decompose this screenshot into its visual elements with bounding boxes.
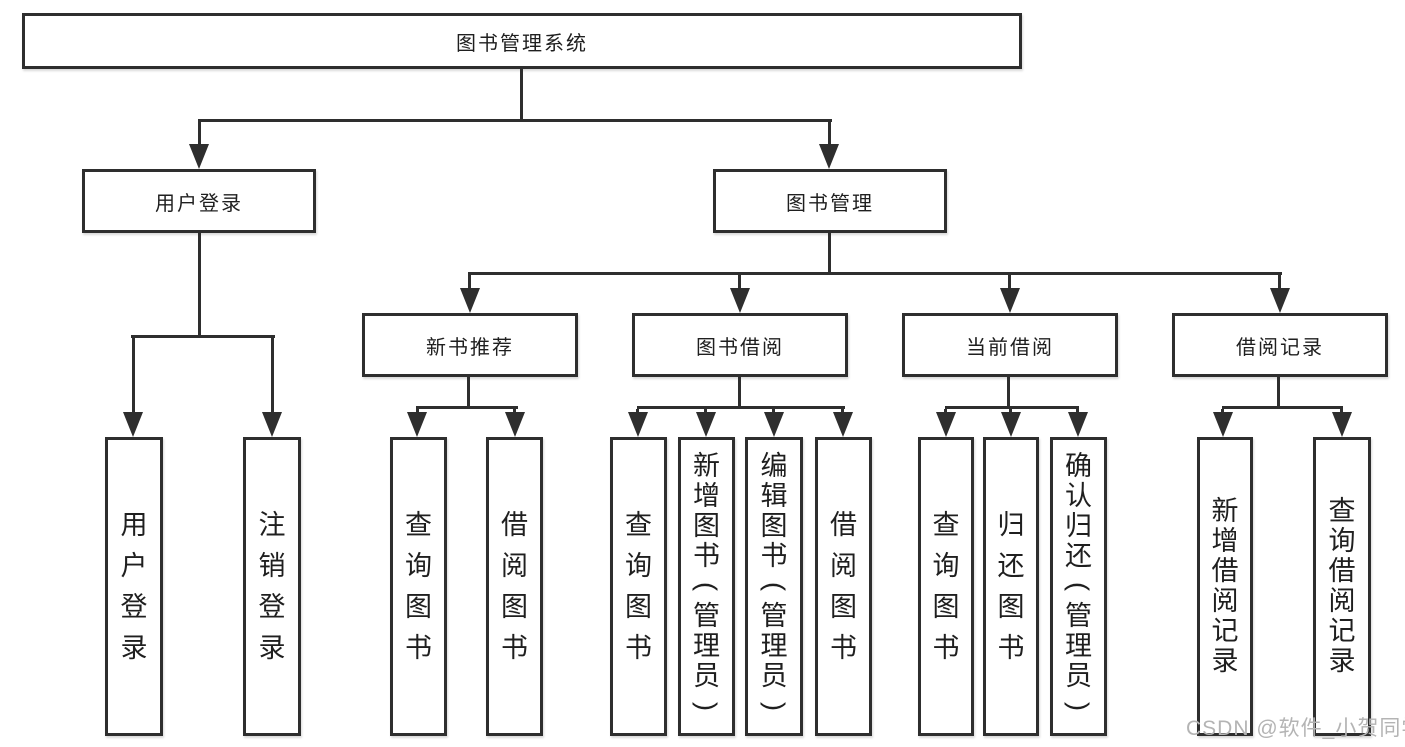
connector-line [467, 377, 470, 409]
arrow-down-icon [407, 412, 427, 437]
arrow-down-icon [1000, 288, 1020, 313]
connector-line [841, 409, 844, 414]
connector-line [468, 275, 471, 290]
connector-line [828, 121, 831, 146]
connector-line [416, 406, 518, 409]
connector-line [944, 409, 947, 414]
connector-line [131, 335, 275, 338]
connector-line [271, 338, 274, 414]
leaf-query-books-current: 查询图书 [918, 437, 974, 736]
arrow-down-icon [764, 412, 784, 437]
leaf-logout: 注销登录 [243, 437, 301, 736]
arrow-down-icon [505, 412, 525, 437]
leaf-edit-books-admin: 编辑图书(管理员) [745, 437, 803, 736]
connector-line [738, 377, 741, 409]
arrow-down-icon [1068, 412, 1088, 437]
connector-line [1008, 275, 1011, 290]
node-current-borrow: 当前借阅 [902, 313, 1118, 377]
csdn-watermark: CSDN @软件_小贺同学 [1186, 717, 1405, 740]
arrow-down-icon [696, 412, 716, 437]
connector-line [1009, 409, 1012, 414]
connector-line [1340, 409, 1343, 414]
arrow-down-icon [1332, 412, 1352, 437]
connector-line [416, 409, 419, 414]
connector-line [1007, 377, 1010, 409]
arrow-down-icon [123, 412, 143, 437]
leaf-confirm-return-admin: 确认归还(管理员) [1050, 437, 1107, 736]
connector-line [636, 409, 639, 414]
node-root-library-system: 图书管理系统 [22, 13, 1022, 69]
connector-line [198, 121, 201, 146]
connector-line [704, 409, 707, 414]
arrow-down-icon [460, 288, 480, 313]
connector-line [132, 338, 135, 414]
arrow-down-icon [262, 412, 282, 437]
leaf-borrow-books-recommend: 借阅图书 [486, 437, 543, 736]
connector-line [198, 233, 201, 338]
connector-line [945, 406, 1079, 409]
connector-line [1221, 409, 1224, 414]
arrow-down-icon [628, 412, 648, 437]
node-borrow-records: 借阅记录 [1172, 313, 1388, 377]
leaf-add-borrow-record: 新增借阅记录 [1197, 437, 1253, 736]
connector-line [198, 119, 832, 122]
connector-line [1076, 409, 1079, 414]
connector-line [1277, 377, 1280, 409]
leaf-borrow-books: 借阅图书 [815, 437, 872, 736]
connector-line [738, 275, 741, 290]
connector-line [1278, 275, 1281, 290]
node-new-book-recommend: 新书推荐 [362, 313, 578, 377]
connector-line [520, 69, 523, 121]
arrow-down-icon [1213, 412, 1233, 437]
leaf-query-borrow-record: 查询借阅记录 [1313, 437, 1371, 736]
leaf-user-login: 用户登录 [105, 437, 163, 736]
arrow-down-icon [833, 412, 853, 437]
arrow-down-icon [1270, 288, 1290, 313]
node-book-borrow: 图书借阅 [632, 313, 848, 377]
arrow-down-icon [189, 144, 209, 169]
arrow-down-icon [730, 288, 750, 313]
connector-line [637, 406, 845, 409]
connector-line [828, 233, 831, 275]
arrow-down-icon [819, 144, 839, 169]
arrow-down-icon [936, 412, 956, 437]
arrow-down-icon [1001, 412, 1021, 437]
connector-line [1222, 406, 1343, 409]
connector-line [772, 409, 775, 414]
leaf-query-books-borrow: 查询图书 [610, 437, 667, 736]
node-user-login: 用户登录 [82, 169, 316, 233]
leaf-return-books: 归还图书 [983, 437, 1039, 736]
leaf-add-books-admin: 新增图书(管理员) [678, 437, 735, 736]
leaf-query-books-recommend: 查询图书 [390, 437, 447, 736]
connector-line [513, 409, 516, 414]
node-book-management: 图书管理 [713, 169, 947, 233]
connector-line [468, 272, 1282, 275]
